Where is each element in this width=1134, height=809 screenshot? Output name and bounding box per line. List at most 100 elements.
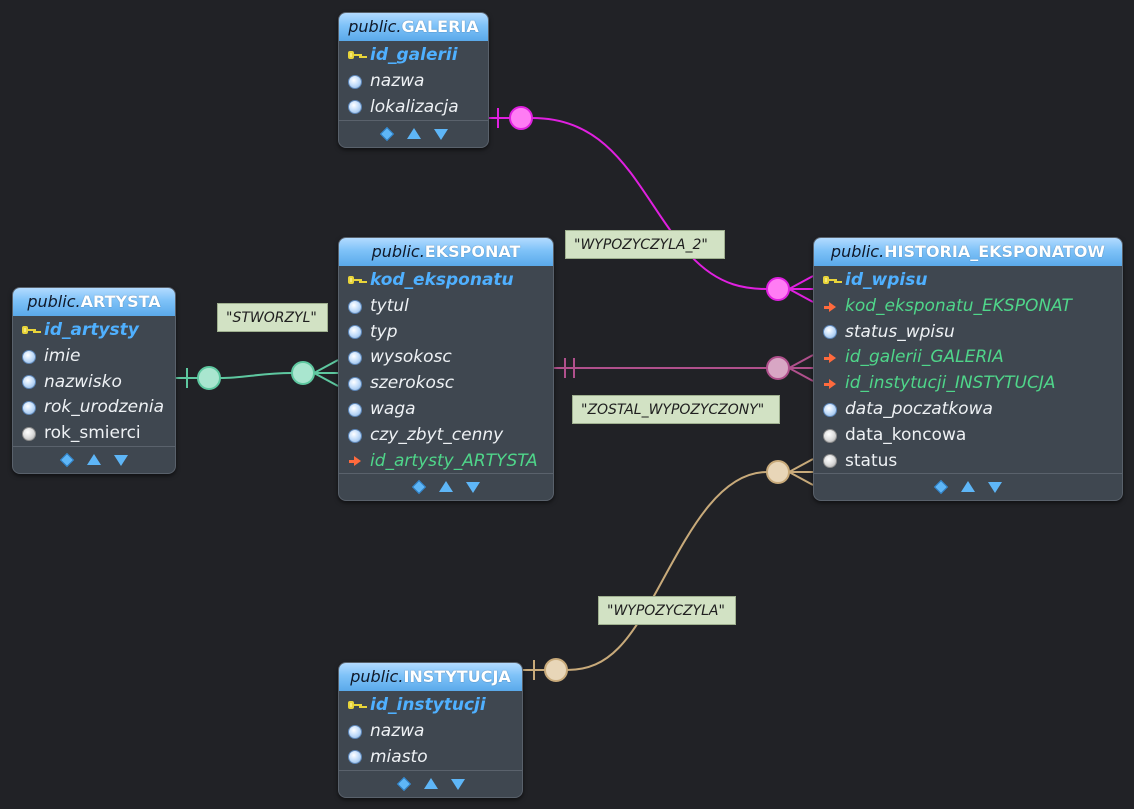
column-name: rok_urodzenia: [44, 397, 164, 418]
relationship-line-stworzyl[interactable]: [174, 359, 339, 390]
diamond-icon[interactable]: [934, 481, 948, 493]
schema-name: public.: [371, 242, 425, 261]
column-name: id_galerii_GALERIA: [845, 347, 1004, 368]
column-row[interactable]: miasto: [339, 745, 522, 771]
relationship-label-wypozyczyla[interactable]: "WYPOZYCZYLA": [598, 596, 736, 625]
column-row[interactable]: kod_eksponatu_EKSPONAT: [814, 294, 1122, 320]
column-row[interactable]: lokalizacja: [339, 95, 488, 121]
table-name: EKSPONAT: [424, 242, 521, 261]
column-dot-icon: [823, 325, 837, 340]
column-name: tytul: [370, 295, 409, 316]
schema-name: public.: [350, 667, 404, 686]
column-row[interactable]: id_artysty_ARTYSTA: [339, 449, 553, 475]
column-name: kod_eksponatu_EKSPONAT: [845, 295, 1072, 316]
triangle-up-icon[interactable]: [87, 454, 101, 466]
relationship-line-zostal-wypozyczony[interactable]: [552, 354, 814, 382]
diamond-icon[interactable]: [60, 454, 74, 466]
column-row[interactable]: id_galerii_GALERIA: [814, 345, 1122, 371]
column-row[interactable]: nazwa: [339, 719, 522, 745]
triangle-down-icon[interactable]: [114, 454, 128, 466]
column-row[interactable]: kod_eksponatu: [339, 268, 553, 294]
relationship-label-stworzyl[interactable]: "STWORZYL": [217, 303, 328, 332]
column-dot-icon: [348, 402, 362, 417]
column-row[interactable]: id_instytucji_INSTYTUCJA: [814, 371, 1122, 397]
column-row[interactable]: tytul: [339, 294, 553, 320]
relationship-line-wypozyczyla[interactable]: [521, 458, 814, 682]
column-dot-icon: [348, 299, 362, 314]
column-name: id_instytucji_INSTYTUCJA: [845, 373, 1056, 394]
column-row[interactable]: id_galerii: [339, 43, 488, 69]
column-row[interactable]: status: [814, 449, 1122, 475]
triangle-down-icon[interactable]: [450, 778, 465, 790]
column-name: nazwa: [370, 720, 425, 741]
column-dot-icon: [22, 349, 36, 364]
column-row[interactable]: status_wpisu: [814, 320, 1122, 346]
column-dot-icon: [348, 428, 362, 443]
column-row[interactable]: typ: [339, 320, 553, 346]
diamond-icon[interactable]: [412, 481, 426, 493]
column-dot-icon: [348, 325, 362, 340]
entity-header[interactable]: public.HISTORIA_EKSPONATOW: [814, 238, 1122, 266]
column-row[interactable]: nazwa: [339, 69, 488, 95]
column-dot-icon: [823, 402, 837, 417]
entity-header[interactable]: public.GALERIA: [339, 13, 488, 41]
column-row[interactable]: id_instytucji: [339, 693, 522, 719]
relationship-label-wypozyczyla-2[interactable]: "WYPOZYCZYLA_2": [565, 230, 725, 259]
foreign-key-arrow-icon: [823, 300, 837, 314]
column-row[interactable]: id_artysty: [13, 318, 175, 344]
diamond-icon[interactable]: [397, 778, 411, 790]
key-icon: [348, 699, 362, 713]
key-icon: [823, 274, 837, 288]
column-row[interactable]: data_poczatkowa: [814, 397, 1122, 423]
column-name: status: [845, 450, 898, 471]
table-name: HISTORIA_EKSPONATOW: [884, 242, 1106, 261]
column-row[interactable]: imie: [13, 344, 175, 370]
triangle-up-icon[interactable]: [961, 481, 975, 493]
column-dot-icon: [22, 375, 36, 390]
column-row[interactable]: data_koncowa: [814, 423, 1122, 449]
column-name: czy_zbyt_cenny: [370, 424, 504, 445]
column-row[interactable]: wysokosc: [339, 345, 553, 371]
column-name: rok_smierci: [44, 423, 141, 444]
entity-header[interactable]: public.EKSPONAT: [339, 238, 553, 266]
table-name: GALERIA: [401, 17, 479, 36]
column-row[interactable]: rok_urodzenia: [13, 395, 175, 421]
column-name: id_artysty: [44, 320, 139, 340]
triangle-up-icon[interactable]: [406, 128, 421, 140]
optional-circle-icon: [291, 361, 315, 385]
triangle-down-icon[interactable]: [433, 128, 448, 140]
diamond-icon[interactable]: [380, 128, 394, 140]
nullable-dot-icon: [823, 428, 837, 443]
entity-header[interactable]: public.INSTYTUCJA: [339, 663, 522, 691]
column-dot-icon: [348, 351, 362, 366]
column-row[interactable]: czy_zbyt_cenny: [339, 423, 553, 449]
entity-footer: [339, 770, 522, 797]
entity-footer: [339, 473, 553, 500]
triangle-up-icon[interactable]: [439, 481, 453, 493]
entity-header[interactable]: public.ARTYSTA: [13, 288, 175, 316]
foreign-key-arrow-icon: [823, 377, 837, 391]
column-row[interactable]: id_wpisu: [814, 268, 1122, 294]
column-row[interactable]: waga: [339, 397, 553, 423]
column-name: kod_eksponatu: [370, 270, 514, 290]
column-row[interactable]: rok_smierci: [13, 421, 175, 447]
triangle-down-icon[interactable]: [466, 481, 480, 493]
column-name: miasto: [370, 746, 428, 767]
triangle-down-icon[interactable]: [988, 481, 1002, 493]
entity-footer: [339, 120, 488, 147]
entity-footer: [814, 473, 1122, 500]
triangle-up-icon[interactable]: [423, 778, 438, 790]
column-row[interactable]: szerokosc: [339, 371, 553, 397]
column-row[interactable]: nazwisko: [13, 370, 175, 396]
column-name: szerokosc: [370, 373, 455, 394]
relationship-label-zostal-wypozyczony[interactable]: "ZOSTAL_WYPOZYCZONY": [572, 395, 780, 424]
schema-name: public.: [830, 242, 885, 261]
